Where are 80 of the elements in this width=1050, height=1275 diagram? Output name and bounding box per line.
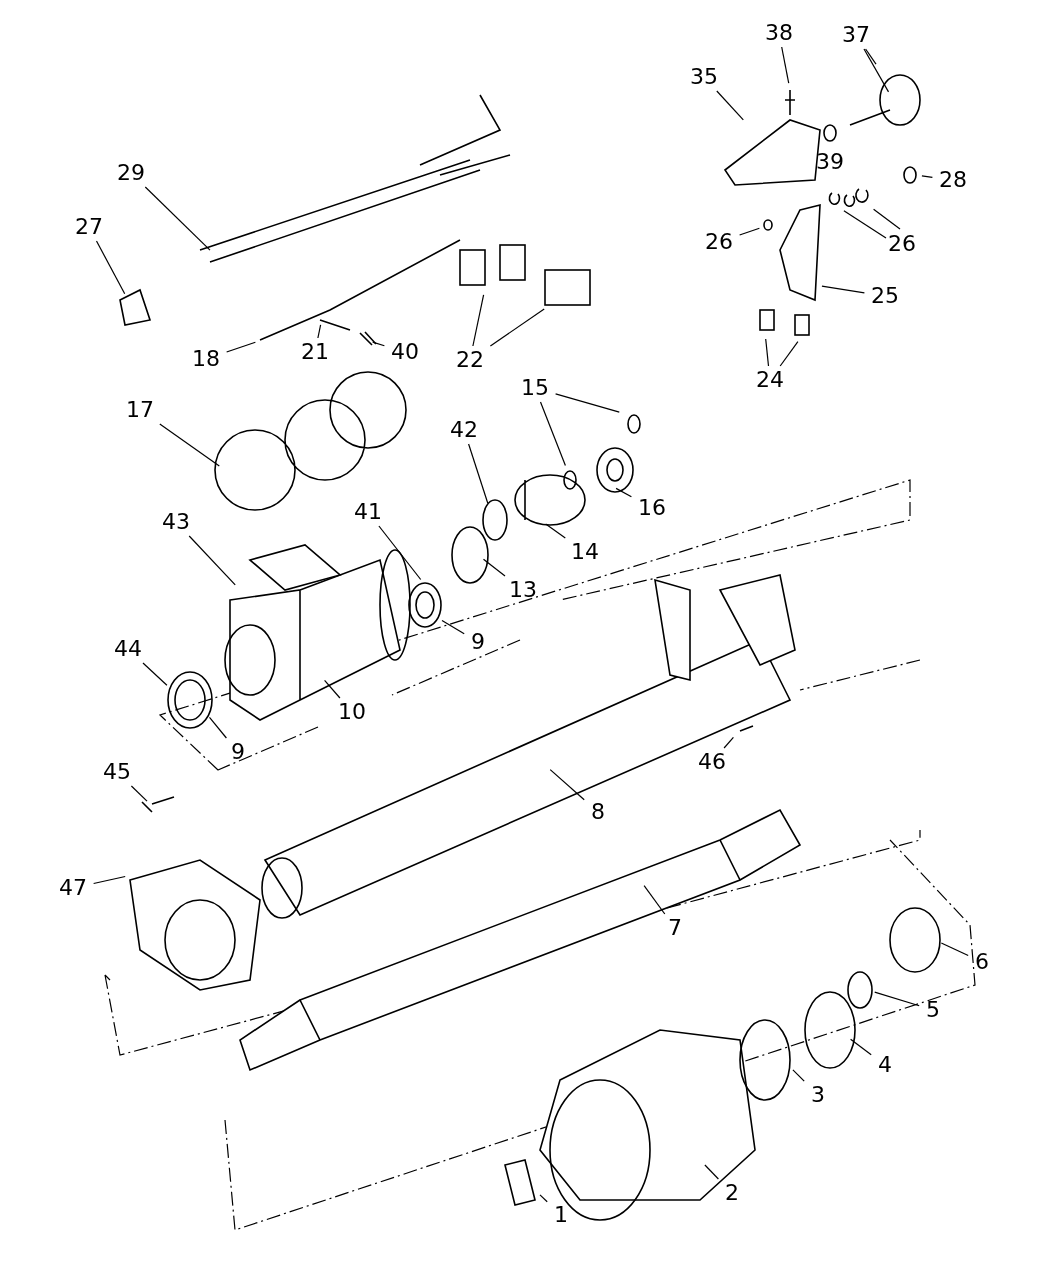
leader-line xyxy=(716,90,744,121)
leader-line xyxy=(188,535,236,586)
callout-number: 21 xyxy=(301,340,329,364)
leader-line xyxy=(874,991,920,1007)
callout-number: 13 xyxy=(509,578,537,602)
leader-line xyxy=(539,1194,548,1203)
leader-line xyxy=(372,341,385,347)
callout-number: 45 xyxy=(103,760,131,784)
leader-line xyxy=(144,186,211,251)
leader-line xyxy=(142,662,168,686)
leader-line xyxy=(226,341,256,353)
leader-line xyxy=(779,341,799,367)
callout-number: 37 xyxy=(842,23,870,47)
leader-line xyxy=(940,942,969,957)
callout-number: 26 xyxy=(888,232,916,256)
leader-line xyxy=(539,401,566,467)
callout-number: 35 xyxy=(690,65,718,89)
leader-line xyxy=(873,208,901,230)
callout-number: 42 xyxy=(450,418,478,442)
callout-number: 43 xyxy=(162,510,190,534)
leader-line xyxy=(208,716,227,739)
callout-number: 27 xyxy=(75,215,103,239)
leader-line xyxy=(723,736,734,749)
leader-line xyxy=(159,423,220,467)
leader-line xyxy=(130,785,148,802)
leader-line xyxy=(792,1069,805,1082)
callout-number: 38 xyxy=(765,21,793,45)
callout-number: 14 xyxy=(571,540,599,564)
leader-line xyxy=(765,338,770,367)
callout-number: 17 xyxy=(126,398,154,422)
leader-line xyxy=(555,393,620,413)
leader-line xyxy=(95,240,126,295)
callout-number: 1 xyxy=(554,1203,568,1227)
callout-number: 16 xyxy=(638,496,666,520)
leader-line xyxy=(865,48,877,65)
callout-number: 3 xyxy=(811,1083,825,1107)
callout-number: 2 xyxy=(725,1181,739,1205)
callout-number: 9 xyxy=(471,630,485,654)
leader-line xyxy=(921,175,933,178)
leader-line xyxy=(821,285,865,294)
leader-line xyxy=(441,620,465,635)
leader-line xyxy=(549,769,585,801)
callout-number: 10 xyxy=(338,700,366,724)
callout-number: 25 xyxy=(871,284,899,308)
leader-line xyxy=(378,525,422,581)
leader-line xyxy=(843,210,887,239)
leader-line xyxy=(482,558,506,577)
callout-number: 18 xyxy=(192,347,220,371)
leader-line xyxy=(615,487,632,498)
callout-number: 39 xyxy=(816,150,844,174)
callout-number: 47 xyxy=(59,876,87,900)
leader-line xyxy=(739,227,760,236)
leader-line xyxy=(489,308,545,347)
leader-line xyxy=(472,294,485,347)
leader-line xyxy=(93,875,126,885)
callout-number: 4 xyxy=(878,1053,892,1077)
leader-line xyxy=(863,48,890,93)
callout-number: 22 xyxy=(456,348,484,372)
leader-line xyxy=(704,1164,719,1180)
leader-line xyxy=(850,1038,872,1056)
leader-line xyxy=(324,679,341,699)
leader-line xyxy=(643,885,666,915)
callout-number: 44 xyxy=(114,637,142,661)
callout-number: 8 xyxy=(591,800,605,824)
callout-number: 5 xyxy=(926,998,940,1022)
callout-number: 40 xyxy=(391,340,419,364)
leader-line xyxy=(545,523,566,539)
callout-number: 26 xyxy=(705,230,733,254)
callout-number: 6 xyxy=(975,950,989,974)
callout-number: 7 xyxy=(668,916,682,940)
callout-number: 41 xyxy=(354,500,382,524)
leader-line xyxy=(781,46,790,84)
callout-number: 15 xyxy=(521,376,549,400)
callout-number: 46 xyxy=(698,750,726,774)
callout-number: 28 xyxy=(939,168,967,192)
callout-number: 9 xyxy=(231,740,245,764)
leader-line xyxy=(317,324,322,339)
callout-number: 24 xyxy=(756,368,784,392)
callout-number: 29 xyxy=(117,161,145,185)
leader-line xyxy=(468,443,489,504)
